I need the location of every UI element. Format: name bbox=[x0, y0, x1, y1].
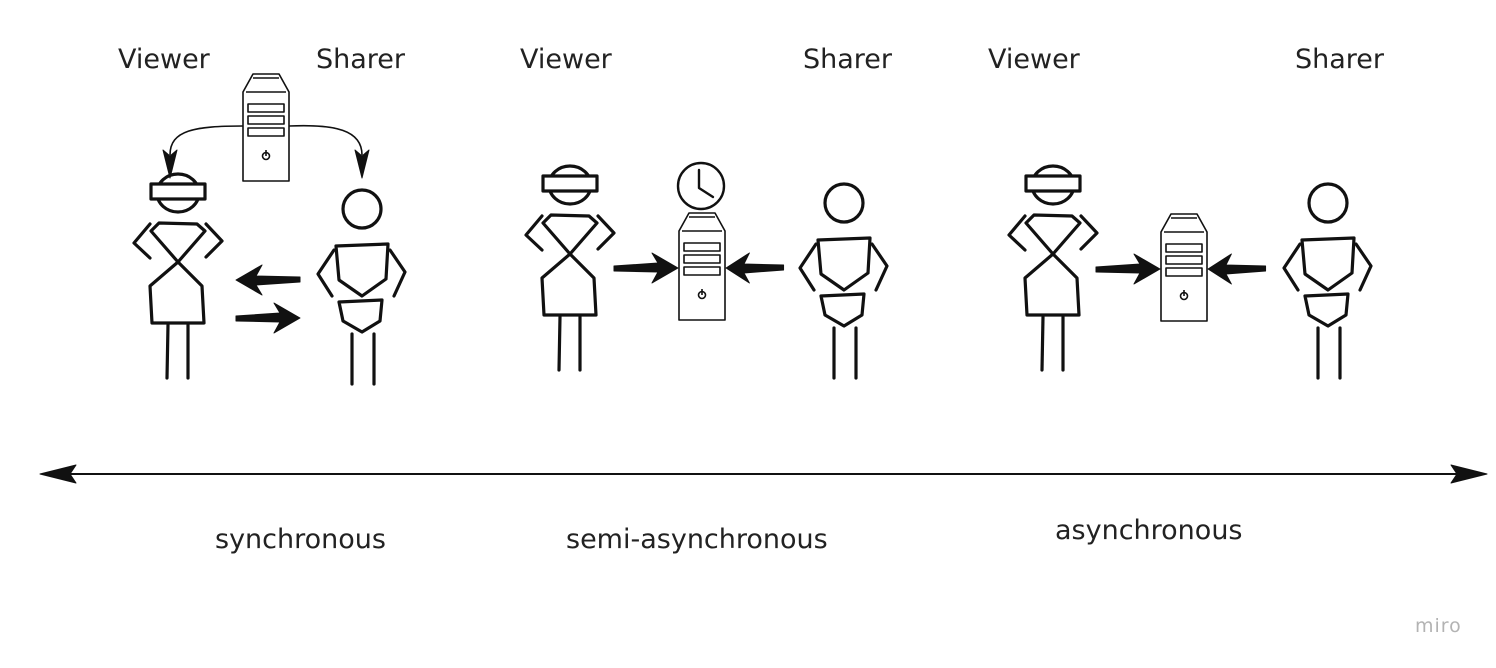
axis-right-arrowhead bbox=[1450, 464, 1488, 484]
viewer-figure bbox=[524, 164, 616, 372]
panel-synchronous: Viewer Sharer bbox=[118, 44, 407, 386]
sharer-label: Sharer bbox=[803, 44, 893, 75]
server-to-viewer-arrow bbox=[162, 125, 244, 179]
sharer-label: Sharer bbox=[1295, 44, 1385, 75]
sharer-figure bbox=[1282, 182, 1373, 380]
server-icon bbox=[1160, 213, 1208, 322]
sharer-figure bbox=[316, 188, 407, 386]
miro-watermark: miro bbox=[1415, 615, 1462, 637]
server-icon bbox=[242, 73, 290, 182]
server-icon bbox=[678, 212, 726, 321]
viewer-label: Viewer bbox=[118, 44, 211, 75]
clock-icon bbox=[676, 161, 726, 211]
panel-semi-asynchronous: Viewer Sharer bbox=[520, 44, 893, 380]
spectrum-axis bbox=[39, 464, 1488, 484]
viewer-figure bbox=[1007, 164, 1099, 372]
viewer-to-sharer-arrow bbox=[235, 302, 301, 334]
mode-label-asynchronous: asynchronous bbox=[1055, 515, 1243, 546]
viewer-figure bbox=[132, 172, 224, 380]
sharer-to-server-arrow bbox=[1207, 253, 1267, 285]
sharer-label: Sharer bbox=[316, 44, 406, 75]
server-to-sharer-arrow bbox=[288, 124, 370, 179]
viewer-to-server-arrow bbox=[613, 252, 679, 284]
sharer-to-server-arrow bbox=[725, 252, 785, 284]
mode-label-semi-asynchronous: semi-asynchronous bbox=[566, 524, 828, 555]
sharer-to-viewer-arrow bbox=[235, 264, 301, 296]
panel-asynchronous: Viewer Sharer bbox=[988, 44, 1385, 380]
sharer-figure bbox=[798, 182, 889, 380]
axis-left-arrowhead bbox=[39, 464, 77, 484]
mode-label-synchronous: synchronous bbox=[215, 524, 386, 555]
viewer-to-server-arrow bbox=[1095, 253, 1161, 285]
viewer-label: Viewer bbox=[988, 44, 1081, 75]
viewer-label: Viewer bbox=[520, 44, 613, 75]
